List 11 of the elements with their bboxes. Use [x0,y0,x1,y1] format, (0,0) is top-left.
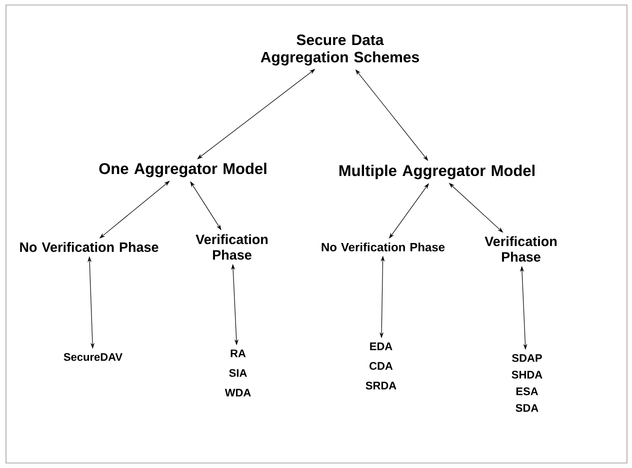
leaf-label: SecureDAV [64,353,122,361]
leaf-label: RA SIA WDA [224,350,251,396]
category-label: One Aggregator Model [99,162,266,178]
category-label: Verification Phase [196,234,268,260]
leaf-label: SDAP SHDA ESA SDA [512,354,542,412]
leaf-label: EDA CDA SRDA [366,342,396,390]
category-label: No Verification Phase [322,242,445,252]
title-label: Secure Data Aggregation Schemes [260,34,419,66]
category-label: Multiple Aggregator Model [339,164,534,180]
category-label: No Verification Phase [20,242,158,252]
category-label: Verification Phase [484,236,557,262]
